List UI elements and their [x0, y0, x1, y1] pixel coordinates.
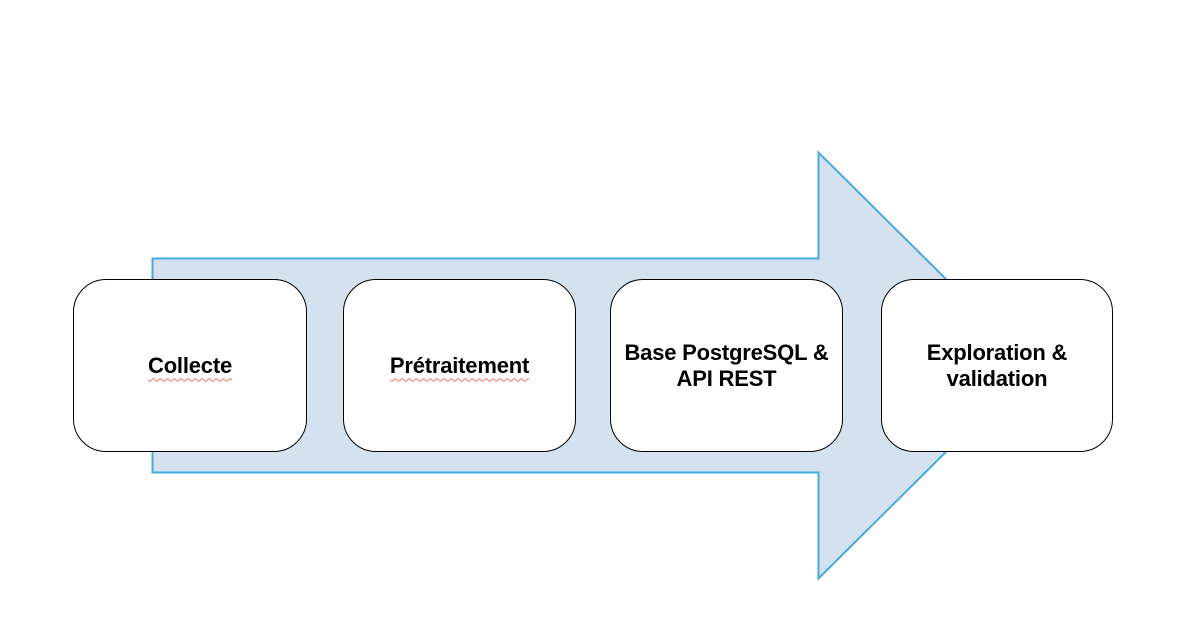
- right-arrow-shape[interactable]: [151, 150, 1035, 581]
- step-label-exploration-validation: Exploration & validation: [926, 339, 1068, 391]
- step-label-pretraitement: Prétraitement: [389, 352, 530, 378]
- step-box-pretraitement[interactable]: Prétraitement: [343, 279, 576, 452]
- step-box-base-postgresql-api-rest[interactable]: Base PostgreSQL & API REST: [610, 279, 843, 452]
- step-label-base-postgresql-api-rest: Base PostgreSQL & API REST: [624, 339, 829, 391]
- step-label-collecte: Collecte: [148, 352, 232, 378]
- step-box-collecte[interactable]: Collecte: [73, 279, 307, 452]
- step-box-exploration-validation[interactable]: Exploration & validation: [881, 279, 1113, 452]
